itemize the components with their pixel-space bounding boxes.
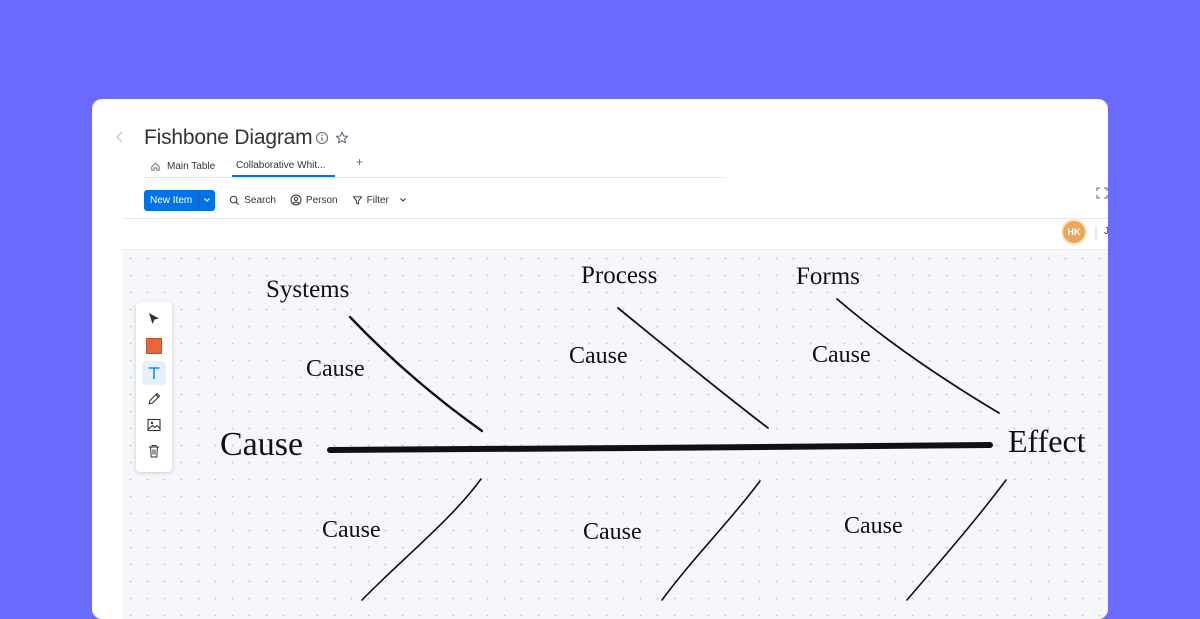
search-button[interactable]: Search xyxy=(229,195,276,206)
delete-tool[interactable] xyxy=(142,439,166,463)
board-title: Fishbone Diagram xyxy=(144,126,313,149)
category-label[interactable]: Systems xyxy=(266,276,350,303)
more-menu-icon[interactable]: J xyxy=(1104,226,1108,237)
cause-label[interactable]: Cause xyxy=(583,519,642,545)
pencil-tool[interactable] xyxy=(142,387,166,411)
bone-lower-1 xyxy=(361,478,482,601)
home-icon xyxy=(151,162,160,171)
whiteboard-canvas[interactable] xyxy=(122,249,1108,619)
cause-label[interactable]: Cause xyxy=(844,513,903,539)
avatar[interactable]: HK xyxy=(1063,221,1085,243)
spine-cause-label[interactable]: Cause xyxy=(220,426,304,463)
tab-label: Main Table xyxy=(167,160,216,172)
category-label[interactable]: Process xyxy=(581,262,658,289)
new-item-button[interactable]: New Item xyxy=(144,189,216,211)
new-item-label: New Item xyxy=(150,194,193,206)
filter-label: Filter xyxy=(366,194,389,206)
fishbone-diagram xyxy=(327,298,1007,601)
text-tool-icon xyxy=(148,367,160,379)
trash-icon xyxy=(149,445,159,458)
tab-label: Collaborative Whit... xyxy=(236,159,326,171)
text-tool[interactable] xyxy=(142,361,166,385)
color-swatch xyxy=(146,338,162,354)
select-tool[interactable] xyxy=(142,307,166,331)
image-tool[interactable] xyxy=(142,413,166,437)
view-tabs: Main Table Collaborative Whit... + xyxy=(144,151,724,178)
cause-label[interactable]: Cause xyxy=(569,343,628,369)
search-icon xyxy=(230,195,240,205)
board-toolbar: New Item Search Person Filter xyxy=(144,189,407,211)
pencil-icon xyxy=(148,392,161,405)
tab-collaborative-whiteboard[interactable]: Collaborative Whit... xyxy=(232,155,336,177)
info-icon[interactable] xyxy=(314,130,330,146)
image-icon xyxy=(147,418,161,432)
select-arrow-icon xyxy=(149,313,159,324)
spine-line xyxy=(327,442,993,453)
filter-button[interactable]: Filter xyxy=(352,195,407,206)
chevron-left-icon[interactable] xyxy=(112,129,128,145)
header-divider xyxy=(1095,226,1097,240)
bone-systems xyxy=(348,315,484,433)
tab-main-table[interactable]: Main Table xyxy=(150,155,215,177)
person-icon xyxy=(290,194,302,206)
board-card: Fishbone Diagram Main Table Collaborativ… xyxy=(92,99,1108,619)
chevron-down-icon[interactable] xyxy=(399,196,407,204)
bone-process xyxy=(617,307,769,429)
star-icon[interactable] xyxy=(334,130,350,146)
toolbar-divider xyxy=(122,218,1108,219)
category-label[interactable]: Forms xyxy=(796,263,860,290)
cause-label[interactable]: Cause xyxy=(306,356,365,382)
search-label: Search xyxy=(244,194,276,206)
cause-label[interactable]: Cause xyxy=(322,517,381,543)
person-filter-button[interactable]: Person xyxy=(290,194,338,206)
canvas-toolbar xyxy=(136,302,172,472)
person-label: Person xyxy=(305,194,338,206)
effect-label[interactable]: Effect xyxy=(1008,423,1086,459)
bone-forms xyxy=(836,298,1000,414)
color-picker[interactable] xyxy=(142,334,166,358)
bone-lower-3 xyxy=(906,479,1007,601)
filter-icon xyxy=(352,195,362,205)
fullscreen-icon[interactable] xyxy=(1096,187,1108,199)
chevron-down-icon[interactable] xyxy=(198,189,215,211)
cause-label[interactable]: Cause xyxy=(812,342,871,368)
bone-lower-2 xyxy=(661,480,761,601)
add-view-button[interactable]: + xyxy=(356,155,364,169)
